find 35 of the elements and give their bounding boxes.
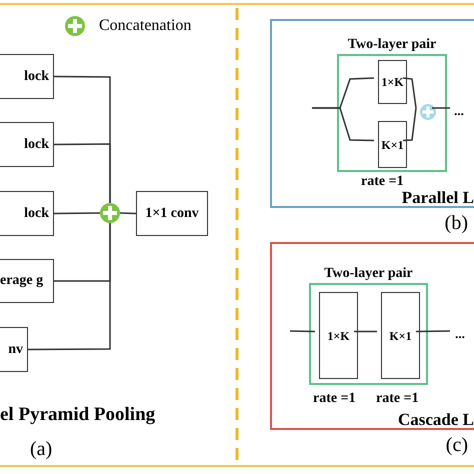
process-box: 1×1 conv <box>136 191 208 236</box>
process-box: lock <box>0 54 54 99</box>
conv-layer-box: 1×K <box>319 292 358 379</box>
ellipsis: ... <box>454 104 464 116</box>
frame-title: Two-layer pair <box>346 36 438 54</box>
panel-caption: (c) <box>446 433 468 458</box>
process-box: lock <box>0 191 54 236</box>
text-label: (a) <box>30 437 52 462</box>
conv-layer-box: 1×K <box>378 60 407 104</box>
conv-layer-box: K×1 <box>381 292 420 379</box>
conv-layer-box: K×1 <box>378 121 407 168</box>
panel-caption: (b) <box>444 211 468 236</box>
connector-line <box>312 107 374 142</box>
legend-label: Concatenation <box>99 16 192 36</box>
frame-title: Two-layer pair <box>323 265 414 283</box>
process-box: nv <box>0 327 28 372</box>
ellipsis: ... <box>455 326 465 340</box>
connector-line <box>402 108 417 142</box>
connector-line <box>402 77 417 108</box>
connector-line <box>290 330 316 332</box>
connector-line <box>120 212 136 214</box>
connector-line <box>416 330 450 332</box>
connector-line <box>28 223 111 350</box>
panel-title: Cascade L <box>398 408 474 430</box>
connector-line <box>54 143 111 203</box>
text-label: el Pyramid Pooling <box>0 403 156 427</box>
connector-line <box>54 212 100 214</box>
text-label: rate =1 <box>361 173 404 190</box>
text-label: rate =1 <box>376 390 419 408</box>
connector-line <box>354 330 377 332</box>
connector-line <box>432 107 450 109</box>
process-box: erage g <box>0 259 54 303</box>
panel-title: Parallel L <box>402 186 474 208</box>
process-box: lock <box>0 122 54 167</box>
text-label: rate =1 <box>313 390 356 408</box>
